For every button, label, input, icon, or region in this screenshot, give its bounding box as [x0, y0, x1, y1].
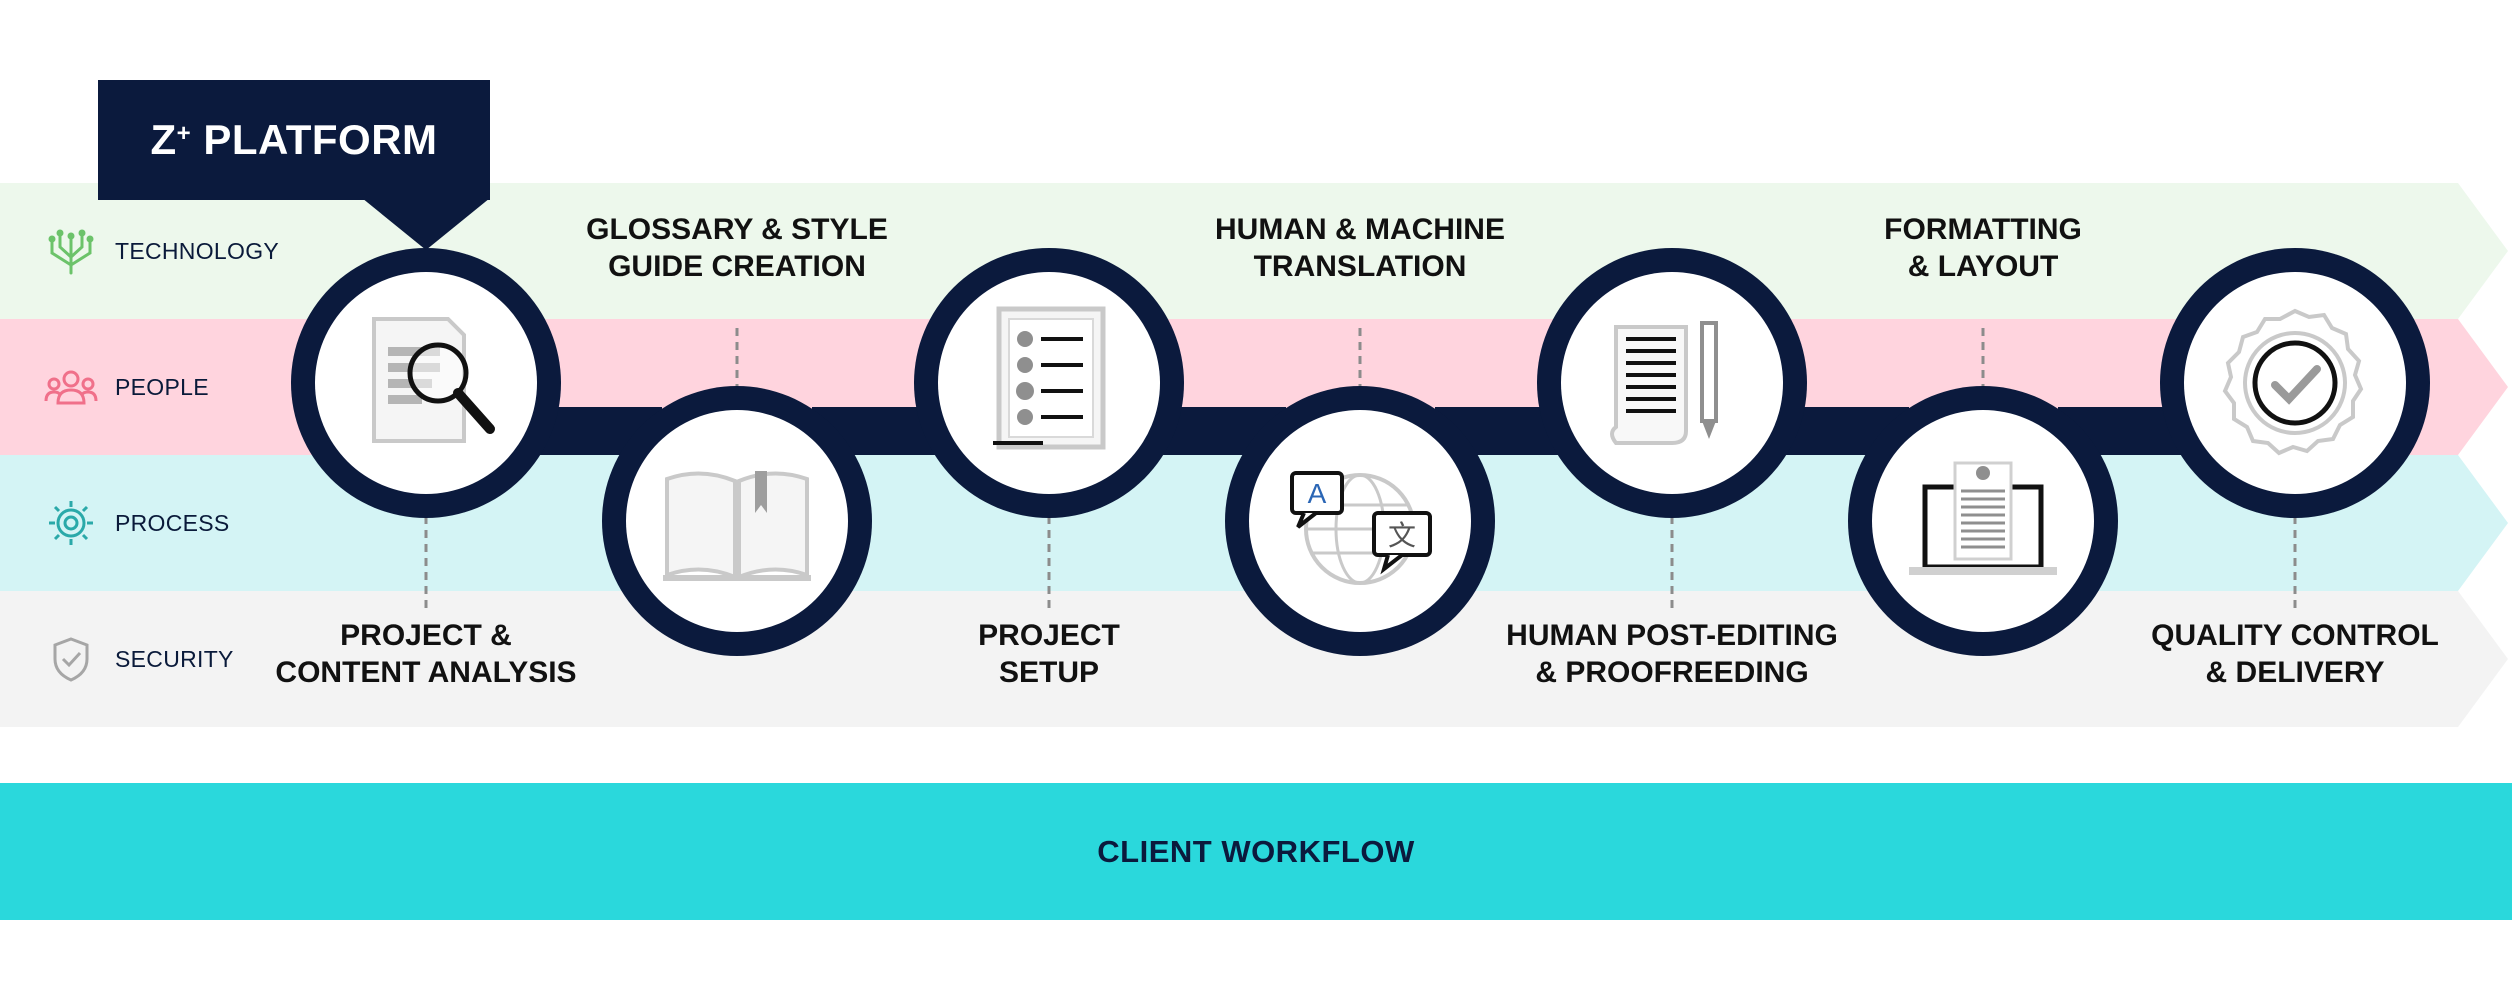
- step-label-formatting-layout: FORMATTING & LAYOUT: [1803, 211, 2163, 285]
- connector-lines: [424, 328, 2297, 612]
- quality-seal-check-icon: [2222, 308, 2364, 456]
- band-label-technology: TECHNOLOGY: [115, 237, 280, 264]
- platform-superscript: +: [176, 120, 192, 147]
- people-group-icon: [44, 363, 98, 411]
- document-magnifier-icon: [372, 317, 495, 443]
- open-book-icon: [663, 471, 811, 581]
- band-security: SECURITY: [0, 591, 2512, 727]
- platform-badge: Z+ PLATFORM: [98, 80, 490, 200]
- band-label-people: PEOPLE: [115, 373, 209, 400]
- platform-suffix: PLATFORM: [191, 116, 438, 163]
- client-workflow-bar: CLIENT WORKFLOW: [0, 783, 2512, 920]
- checklist-clipboard-icon: [993, 306, 1106, 450]
- svg-text:A: A: [1308, 478, 1327, 509]
- svg-text:文: 文: [1388, 519, 1416, 552]
- step-label-human-machine-translation: HUMAN & MACHINE TRANSLATION: [1180, 211, 1540, 285]
- step-5-line-1: HUMAN POST-EDITING: [1506, 619, 1838, 652]
- step-2-line-2: GUIDE CREATION: [608, 250, 866, 283]
- workflow-chain: A 文: [291, 248, 2430, 656]
- step-7-line-2: & DELIVERY: [2205, 656, 2385, 689]
- globe-translation-icon: A 文: [1290, 471, 1432, 585]
- band-technology: TECHNOLOGY: [0, 183, 2512, 319]
- circuit-tree-icon: [44, 227, 98, 275]
- step-1-line-2: CONTENT ANALYSIS: [275, 656, 577, 689]
- platform-name: Z: [150, 116, 177, 163]
- document-pencil-icon: [1610, 321, 1718, 445]
- step-1-line-1: PROJECT &: [340, 619, 512, 652]
- step-5-line-2: & PROOFREEDING: [1535, 656, 1809, 689]
- step-3-line-2: SETUP: [998, 656, 1100, 689]
- step-label-quality-control-delivery: QUALITY CONTROL & DELIVERY: [2115, 617, 2475, 691]
- step-7-line-1: QUALITY CONTROL: [2151, 619, 2439, 652]
- band-label-process: PROCESS: [115, 509, 230, 536]
- step-4-line-2: TRANSLATION: [1253, 250, 1467, 283]
- step-label-project-setup: PROJECT SETUP: [869, 617, 1229, 691]
- shield-check-icon: [44, 635, 98, 683]
- step-6-line-2: & LAYOUT: [1907, 250, 2059, 283]
- band-label-security: SECURITY: [115, 645, 234, 672]
- step-6-line-1: FORMATTING: [1884, 213, 2082, 246]
- step-label-post-editing-proofreeding: HUMAN POST-EDITING & PROOFREEDING: [1492, 617, 1852, 691]
- step-4-line-1: HUMAN & MACHINE: [1215, 213, 1505, 246]
- step-2-line-1: GLOSSARY & STYLE: [586, 213, 888, 246]
- step-label-glossary-style-guide: GLOSSARY & STYLE GUIDE CREATION: [557, 211, 917, 285]
- process-gear-icon: [44, 499, 98, 547]
- badge-pointer: [362, 198, 490, 250]
- step-3-line-1: PROJECT: [978, 619, 1120, 652]
- laptop-document-icon: [1909, 461, 2057, 575]
- step-label-project-content-analysis: PROJECT & CONTENT ANALYSIS: [246, 617, 606, 691]
- client-workflow-label: CLIENT WORKFLOW: [1097, 833, 1415, 869]
